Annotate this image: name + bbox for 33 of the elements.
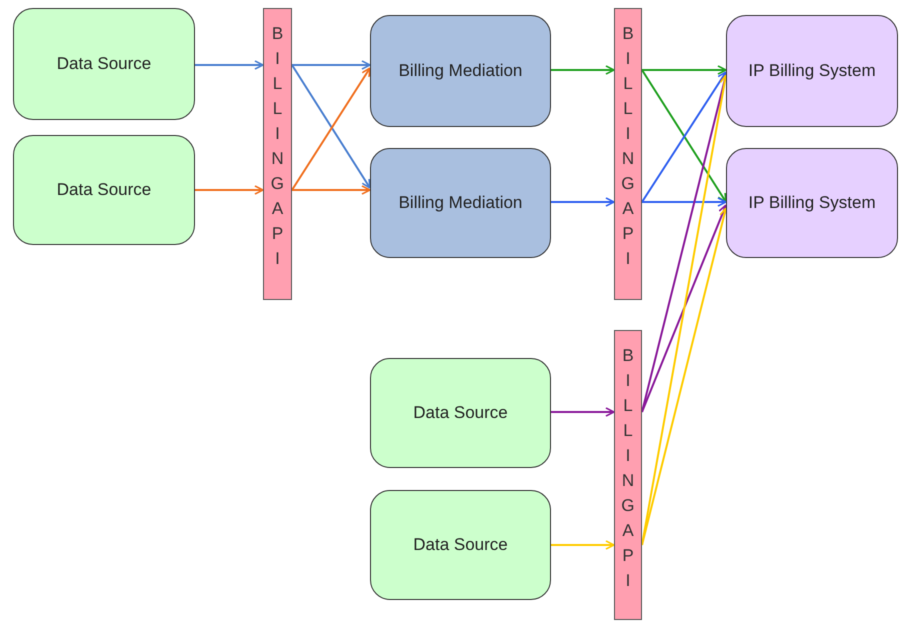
billing-system-box [726, 148, 898, 258]
data-source-box [370, 358, 551, 468]
arrow [642, 197, 727, 207]
node-label: IP Billing System [748, 193, 876, 213]
node-label: Billing Mediation [398, 61, 522, 81]
data-source-box [370, 490, 551, 600]
api-label: BILLING API [621, 23, 635, 270]
data-source-box [13, 135, 195, 245]
mediation-box [370, 148, 551, 258]
api-bar [263, 8, 292, 300]
node-label: Data Source [56, 54, 152, 74]
mediation-box [370, 15, 551, 127]
api-label: BILLING API [621, 345, 635, 592]
arrow [195, 185, 264, 195]
arrow [551, 407, 615, 417]
arrow [642, 65, 727, 75]
api-bar [614, 8, 642, 300]
node-label: Billing Mediation [398, 193, 522, 213]
arrow [551, 65, 615, 75]
api-label: BILLING API [270, 23, 284, 270]
arrow [551, 197, 615, 207]
arrow [195, 60, 264, 70]
node-label: Data Source [413, 535, 508, 555]
node-label: Data Source [56, 180, 152, 200]
billing-system-box [726, 15, 898, 127]
api-bar [614, 330, 642, 620]
arrow [641, 204, 728, 412]
node-label: Data Source [413, 403, 508, 423]
data-source-box [13, 8, 195, 120]
arrow [292, 185, 371, 195]
arrow [551, 540, 615, 550]
arrow [292, 60, 371, 70]
node-label: IP Billing System [748, 61, 876, 81]
